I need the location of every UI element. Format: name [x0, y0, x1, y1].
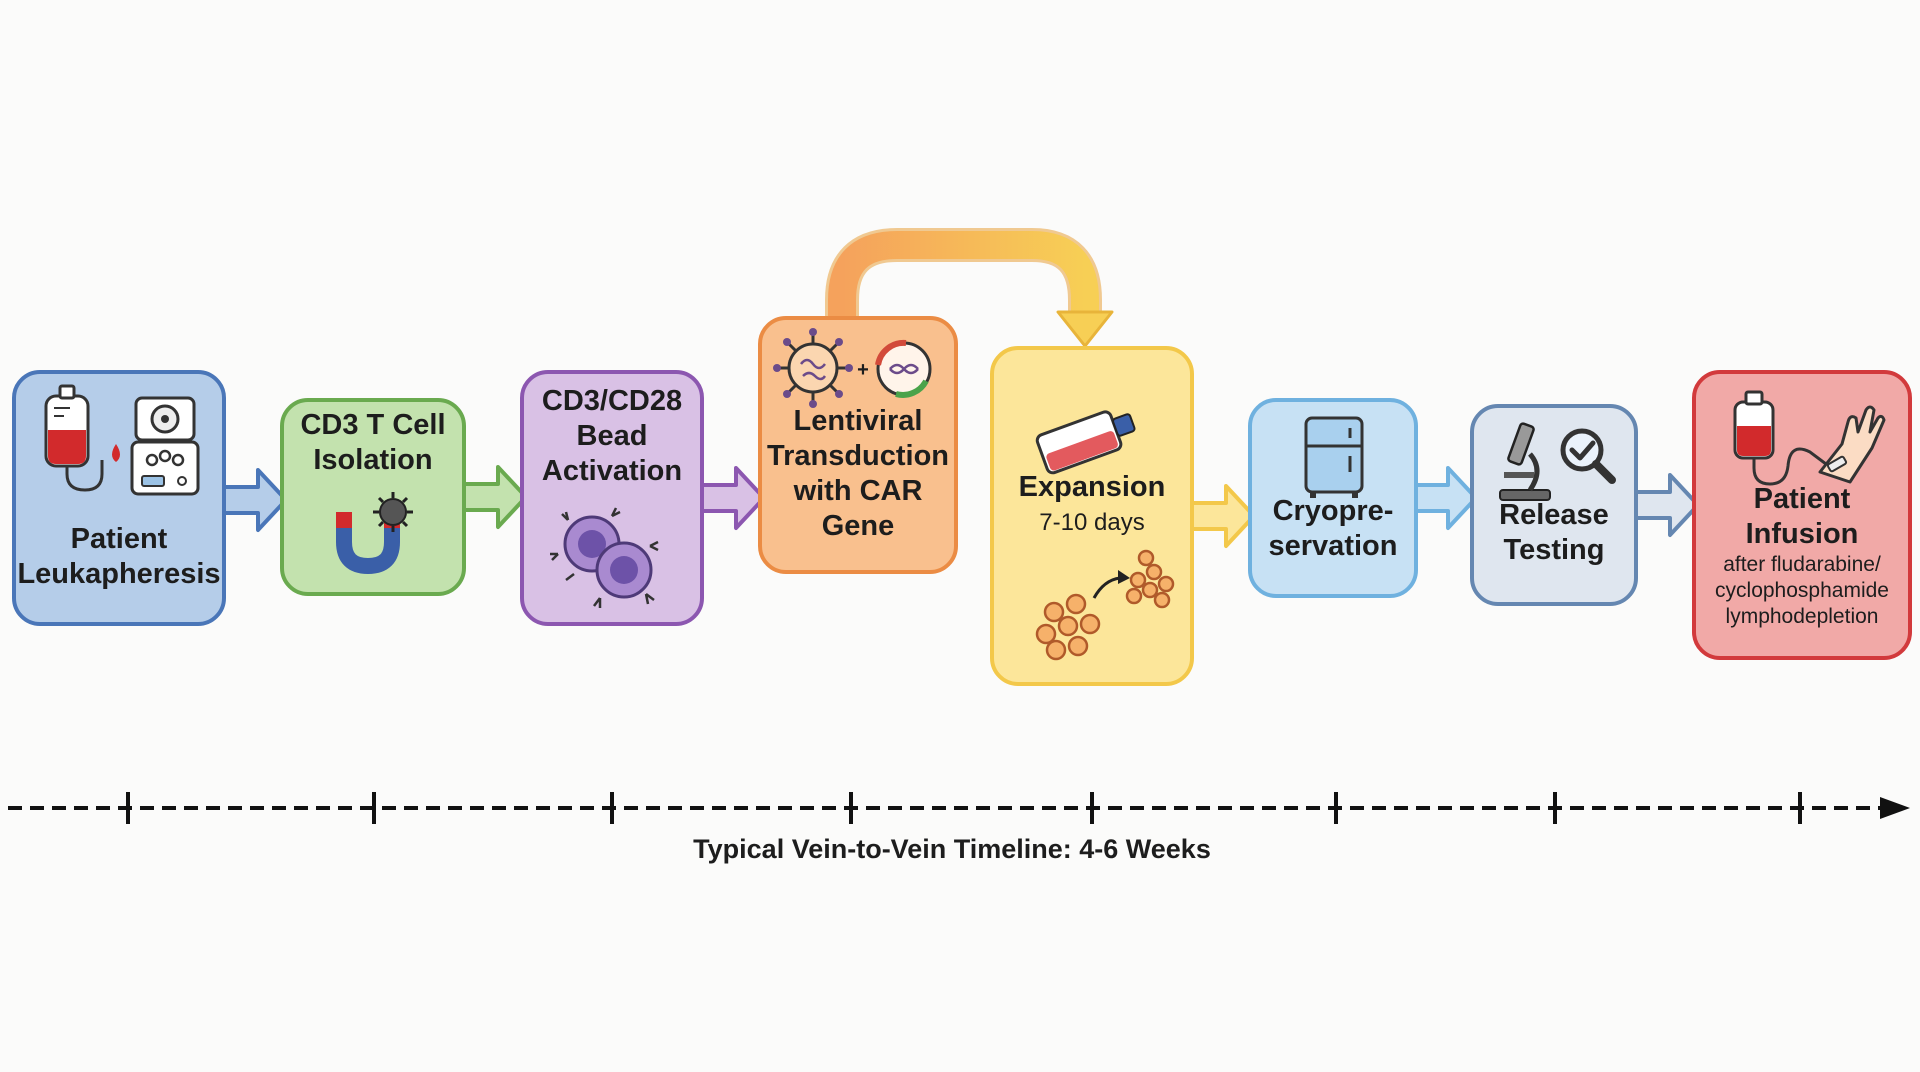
arm-icon: [1818, 405, 1886, 484]
step-label-line: Leukapheresis: [17, 558, 220, 590]
step-label-line: Patient: [1754, 483, 1851, 515]
step-label-expansion: Expansion: [1019, 471, 1166, 503]
connector-arrow-release: [1632, 473, 1700, 537]
culture-flask-icon: [1035, 410, 1136, 475]
connector-arrow-cryopreservation: [1412, 466, 1478, 530]
activated-cells-icon: [550, 507, 659, 608]
step-sublabel-expansion: 7-10 days: [1039, 509, 1144, 536]
step-label-line: Isolation: [313, 444, 432, 476]
step-box-isolation: [280, 398, 466, 596]
blood-bag-icon: [44, 384, 120, 492]
step-label-line: with CAR: [793, 475, 923, 507]
step-sublabel-line: after fludarabine/: [1723, 553, 1881, 576]
step-box-expansion: [990, 346, 1194, 686]
step-box-cryopreservation: [1248, 398, 1418, 598]
step-label-line: Infusion: [1746, 518, 1859, 550]
magnifier-check-icon: [1560, 428, 1616, 484]
step-label-line: CD3/CD28: [542, 385, 682, 417]
connector-arrow-isolation: [460, 465, 528, 529]
step-label-line: servation: [1269, 530, 1398, 562]
step-label-line: Release: [1499, 499, 1609, 531]
step-label-line: CD3 T Cell: [300, 409, 445, 441]
timeline-label: Typical Vein-to-Vein Timeline: 4-6 Weeks: [693, 834, 1211, 864]
step-label-line: Testing: [1504, 534, 1605, 566]
timeline: Typical Vein-to-Vein Timeline: 4-6 Weeks: [8, 792, 1910, 864]
step-sublabel-line: cyclophosphamide: [1715, 579, 1889, 602]
step-label-line: Lentiviral: [794, 405, 923, 437]
freezer-icon: [1304, 416, 1364, 498]
step-label-line: Patient: [71, 523, 168, 555]
bypass-arrow: [825, 228, 1114, 348]
step-label-line: Gene: [822, 510, 895, 542]
timeline-arrowhead-icon: [1880, 797, 1910, 819]
bead-icon: [373, 492, 413, 532]
timeline-ticks: [126, 792, 1802, 824]
step-label-line: Bead: [577, 420, 648, 452]
icons: +: [44, 328, 1886, 661]
cell-cluster-icon: [1035, 549, 1175, 661]
microscope-icon: [1499, 422, 1551, 501]
step-label-line: Transduction: [767, 440, 949, 472]
step-label-cryopreservation: Cryopre-servation: [1269, 495, 1398, 562]
step-connectors: [220, 465, 1700, 548]
connector-arrow-expansion: [1188, 484, 1256, 548]
step-label-line: Expansion: [1019, 471, 1166, 503]
connector-arrow-activation: [698, 466, 766, 530]
process-steps: [12, 316, 1912, 686]
step-box-activation: [520, 370, 704, 626]
connector-arrow-leukapheresis: [220, 468, 288, 532]
step-sublabel-infusion: after fludarabine/cyclophosphamide lympho…: [1715, 553, 1889, 628]
step-label-line: Activation: [542, 455, 682, 487]
centrifuge-icon: [130, 396, 200, 496]
plus-sign: +: [857, 359, 869, 381]
step-sublabel-line: lymphodepletion: [1726, 605, 1879, 628]
step-label-line: Cryopre-: [1273, 495, 1394, 527]
iv-bag-icon: [1733, 390, 1827, 486]
lentivirus-icon: [773, 328, 853, 408]
plasmid-icon: [875, 339, 932, 398]
